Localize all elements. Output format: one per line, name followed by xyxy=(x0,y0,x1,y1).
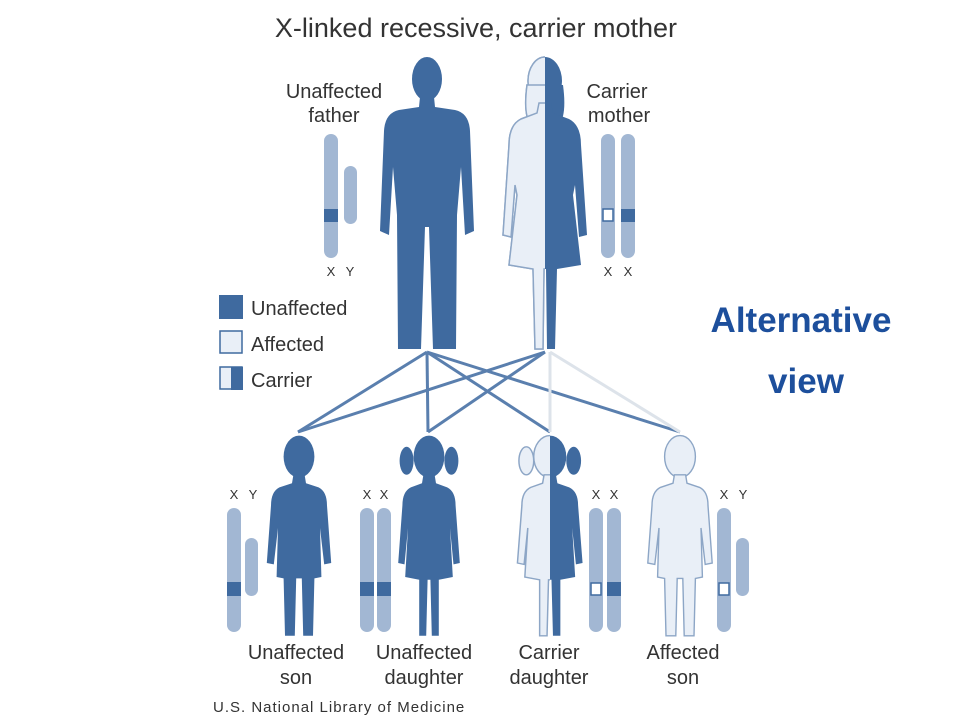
daughter1-label-1: Unaffected xyxy=(376,642,472,664)
legend-swatch-unaffected xyxy=(219,295,243,319)
father-label-2: father xyxy=(308,105,359,127)
daughter2-chromosomes: X X xyxy=(589,487,621,632)
son1-label-1: Unaffected xyxy=(248,642,344,664)
mother-label-1: Carrier xyxy=(586,81,647,103)
svg-text:X: X xyxy=(230,487,239,502)
svg-text:Y: Y xyxy=(739,487,748,502)
affected-son-figure xyxy=(647,434,713,637)
credit: U.S. National Library of Medicine xyxy=(213,699,465,716)
mother-chromosomes: X X xyxy=(601,134,635,279)
line-mother-affected-son xyxy=(549,350,681,434)
father-chromosomes: X Y xyxy=(324,134,357,279)
inheritance-lines xyxy=(297,350,681,434)
legend-swatch-affected xyxy=(219,330,243,354)
svg-text:X: X xyxy=(610,487,619,502)
father-label-1: Unaffected xyxy=(286,81,382,103)
alternative-view-line1: Alternative xyxy=(711,301,892,340)
svg-text:Y: Y xyxy=(249,487,258,502)
legend-label-unaffected: Unaffected xyxy=(251,298,347,320)
line-father-affected-son xyxy=(426,350,681,434)
unaffected-son-figure xyxy=(266,435,332,636)
son2-label-1: Affected xyxy=(646,642,719,664)
daughter2-label-1: Carrier xyxy=(518,642,579,664)
daughter1-chromosomes: X X xyxy=(360,487,391,632)
father-figure xyxy=(380,57,474,349)
diagram-title: X-linked recessive, carrier mother xyxy=(275,13,677,43)
svg-text:X: X xyxy=(720,487,729,502)
alternative-view-line2: view xyxy=(768,362,845,401)
mother-x2-label: X xyxy=(624,264,633,279)
mother-x1-label: X xyxy=(604,264,613,279)
line-mother-son xyxy=(297,350,546,434)
line-father-son xyxy=(297,350,428,434)
son1-chromosomes: X Y xyxy=(227,487,258,632)
svg-text:X: X xyxy=(363,487,372,502)
legend: Unaffected Affected Carrier xyxy=(219,295,347,392)
legend-label-carrier: Carrier xyxy=(251,370,312,392)
carrier-daughter-figure xyxy=(516,434,583,637)
line-mother-daughter xyxy=(427,350,546,434)
svg-text:X: X xyxy=(380,487,389,502)
svg-text:X: X xyxy=(592,487,601,502)
unaffected-daughter-figure xyxy=(398,435,460,636)
son2-label-2: son xyxy=(667,667,699,689)
legend-label-affected: Affected xyxy=(251,334,324,356)
mother-figure xyxy=(502,56,587,350)
son2-chromosomes: X Y xyxy=(717,487,749,632)
father-y-label: Y xyxy=(346,264,355,279)
mother-label-2: mother xyxy=(588,105,651,127)
daughter2-label-2: daughter xyxy=(510,667,589,689)
line-father-daughter xyxy=(425,351,430,433)
father-x-label: X xyxy=(327,264,336,279)
daughter1-label-2: daughter xyxy=(385,667,464,689)
son1-label-2: son xyxy=(280,667,312,689)
